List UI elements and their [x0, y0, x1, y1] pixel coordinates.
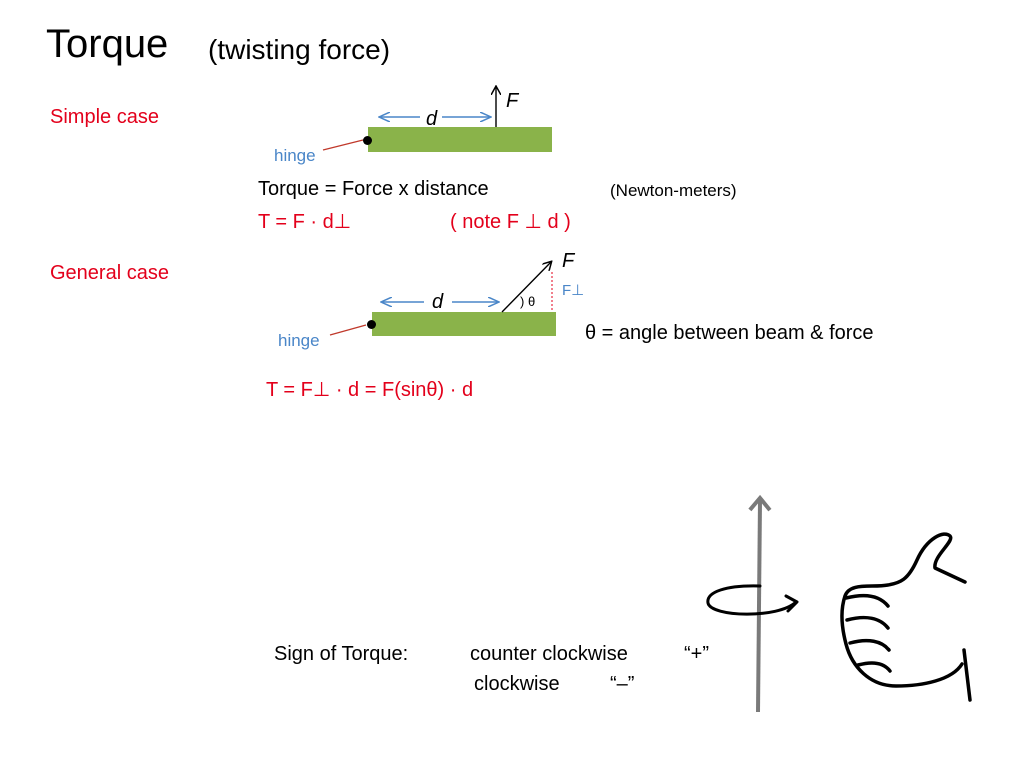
simple-distance-label: d — [426, 108, 438, 130]
page-title: Torque — [46, 22, 169, 66]
simple-case-label: Simple case — [50, 106, 159, 128]
simple-hinge-label: hinge — [274, 146, 316, 165]
perpendicular-note: ( note F ⊥ d ) — [450, 211, 571, 233]
rotation-arrow — [706, 584, 798, 616]
rotation-arrow-head — [784, 594, 799, 613]
perpendicular-component-label: F⊥ — [562, 282, 585, 299]
simple-force-label: F — [506, 90, 519, 112]
torque-units: (Newton-meters) — [610, 181, 737, 200]
general-distance-label: d — [432, 291, 444, 313]
general-hinge-leader — [329, 324, 367, 336]
clockwise-sign: “–” — [610, 673, 635, 695]
counter-clockwise-sign: “+” — [684, 643, 709, 665]
rotation-axis — [748, 494, 772, 713]
general-case-graphics — [329, 262, 552, 336]
general-hinge-label: hinge — [278, 331, 320, 350]
torque-word-equation: Torque = Force x distance — [258, 178, 489, 200]
general-hinge-point — [367, 320, 376, 329]
simple-beam — [368, 127, 552, 152]
torque-symbol-equation: T = F · d⊥ — [258, 211, 352, 233]
rotation-axis-graphic — [706, 494, 799, 713]
theta-definition: θ = angle between beam & force — [585, 322, 874, 344]
simple-hinge-leader — [322, 139, 364, 151]
general-beam — [372, 312, 556, 336]
page-subtitle: (twisting force) — [208, 34, 391, 65]
sign-of-torque-label: Sign of Torque: — [274, 643, 409, 665]
general-case-label: General case — [50, 262, 169, 284]
simple-case-graphics — [322, 87, 496, 151]
counter-clockwise-label: counter clockwise — [470, 643, 628, 665]
thumbs-up-hand-icon — [840, 532, 972, 702]
clockwise-label: clockwise — [474, 673, 560, 695]
simple-hinge-point — [363, 136, 372, 145]
angled-force-arrow — [501, 262, 551, 313]
angle-theta-label: ) θ — [520, 294, 536, 309]
general-torque-equation: T = F⊥ · d = F(sinθ) · d — [266, 379, 474, 401]
general-force-label: F — [562, 250, 575, 272]
